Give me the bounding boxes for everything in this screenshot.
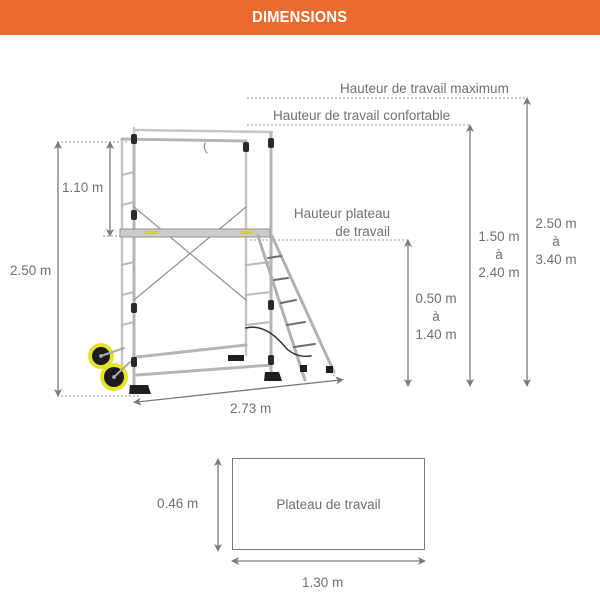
platform-height-label: Hauteur plateau de travail xyxy=(293,206,390,240)
section-header: DIMENSIONS xyxy=(0,0,600,35)
platform-width-value: 0.46 m xyxy=(157,496,199,511)
dimension-arrows xyxy=(54,97,531,565)
length-value: 2.73 m xyxy=(230,401,272,416)
guardrail-height-value: 1.10 m xyxy=(62,180,104,195)
platform-plan-label: Plateau de travail xyxy=(276,496,381,512)
max-working-height-label: Hauteur de travail maximum xyxy=(340,81,509,96)
comfortable-height-range: 1.50 m à 2.40 m xyxy=(478,229,520,281)
max-height-range: 2.50 m à 3.40 m xyxy=(535,216,577,268)
reference-lines xyxy=(57,97,527,397)
section-title: DIMENSIONS xyxy=(252,8,348,26)
platform-plan-box: Plateau de travail xyxy=(232,458,425,550)
wheel-icon xyxy=(88,343,131,391)
total-height-value: 2.50 m xyxy=(10,263,52,278)
platform-height-range: 0.50 m à 1.40 m xyxy=(415,291,457,343)
platform-length-value: 1.30 m xyxy=(302,575,344,590)
comfortable-working-height-label: Hauteur de travail confortable xyxy=(273,108,451,123)
scaffold-illustration xyxy=(88,126,336,394)
length-arrow xyxy=(133,376,344,406)
